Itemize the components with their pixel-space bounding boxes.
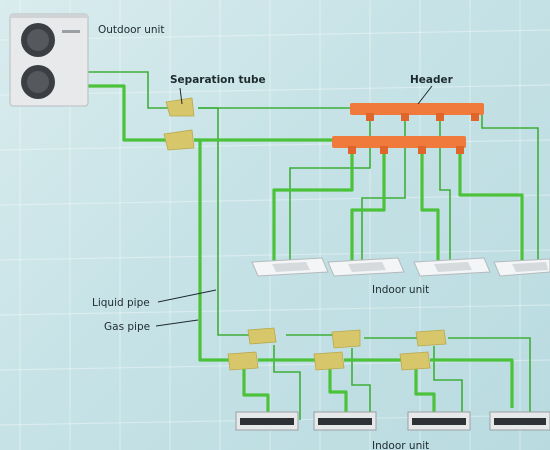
gas-pipe-lower-drop-3 xyxy=(414,368,436,412)
liquid-pipe-header-end-right xyxy=(481,114,539,262)
ceiling-cassette-2 xyxy=(327,257,405,277)
duct-unit-2 xyxy=(313,411,377,431)
gas-pipe-lower-drop-3 xyxy=(420,148,440,262)
gas-pipe-lower-run xyxy=(258,358,514,408)
ceiling-cassette-1 xyxy=(251,257,329,277)
header-lower xyxy=(332,136,466,154)
ceiling-cassette-4 xyxy=(493,258,550,277)
separation-tube-5 xyxy=(415,329,447,347)
outdoor-unit xyxy=(9,13,89,107)
gas-pipe-lower-drop-1 xyxy=(272,148,354,262)
separation-tube-7 xyxy=(313,351,345,371)
indoor-unit-cassette-label: Indoor unit xyxy=(372,284,430,296)
liquid-pipes xyxy=(88,71,539,420)
leader-lines xyxy=(155,85,433,327)
liquid-pipe-lower-drop-2 xyxy=(351,348,371,420)
liquid-pipe-label: Liquid pipe xyxy=(92,297,150,309)
gas-pipe-lower-drop-4 xyxy=(458,148,524,262)
gas-pipes xyxy=(88,84,524,412)
header-label: Header xyxy=(410,74,453,86)
duct-unit-3 xyxy=(407,411,471,431)
outdoor-unit-label: Outdoor unit xyxy=(98,24,165,36)
separation-tube-3 xyxy=(247,327,277,345)
liquid-pipe-lower-drop-1 xyxy=(273,345,301,420)
gas-pipe-lower-drop-2 xyxy=(350,148,386,262)
liquid-pipe-main-outdoor xyxy=(88,71,172,109)
liquid-pipe-main-down xyxy=(198,107,256,336)
gas-pipe-lower-drop-2 xyxy=(328,368,348,412)
duct-unit-4 xyxy=(489,411,550,431)
ceiling-cassettes xyxy=(251,257,550,277)
separation-tube-label: Separation tube xyxy=(170,74,266,86)
separation-tube-8 xyxy=(399,351,431,371)
liquid-pipe-lower-drop-3 xyxy=(433,346,463,420)
gas-pipe-label: Gas pipe xyxy=(104,321,151,333)
gas-pipe-main-outdoor xyxy=(88,84,166,142)
separation-tube-1 xyxy=(165,97,195,117)
separation-tubes xyxy=(163,97,447,371)
duct-units xyxy=(235,411,550,431)
header-upper xyxy=(350,103,484,121)
duct-unit-1 xyxy=(235,411,299,431)
indoor-unit-duct-label: Indoor unit xyxy=(372,440,430,450)
liquid-pipe-lower-run xyxy=(286,334,531,415)
separation-tube-6 xyxy=(227,351,259,371)
liquid-pipe-upper-drop-3 xyxy=(439,120,451,262)
separation-tube-2 xyxy=(163,129,195,151)
gas-pipe-lower-drop-1 xyxy=(242,368,270,412)
ceiling-cassette-3 xyxy=(413,257,491,277)
gas-pipe-main-down xyxy=(194,138,230,362)
separation-tube-4 xyxy=(331,329,361,349)
